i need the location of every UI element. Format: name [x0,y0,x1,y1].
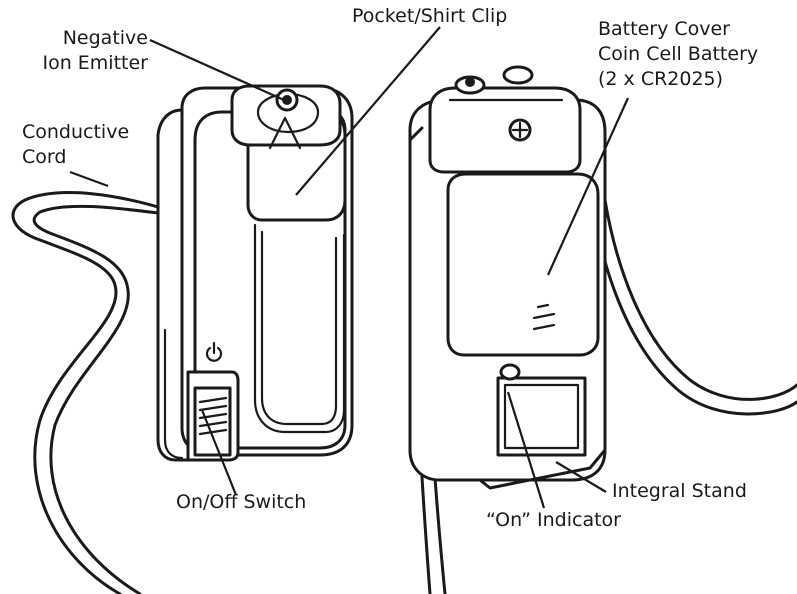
conductive-cord-label: Conductive Cord [22,120,129,170]
negative-ion-emitter-label-line1: Negative [62,27,148,49]
coin-cell-battery-label: Coin Cell Battery [598,43,759,65]
leader-conductive-cord [69,170,109,188]
right-device [408,65,797,594]
left-device [156,84,354,462]
leader-lines [69,26,630,509]
battery-spec-label: (2 x CR2025) [598,68,724,90]
leader-negative-ion-emitter [149,38,285,102]
leader-on-off-switch [200,409,238,496]
negative-ion-emitter-label-line2: Ion Emitter [42,52,148,74]
pocket-shirt-clip-label: Pocket/Shirt Clip [352,4,507,29]
battery-label: Battery Cover Coin Cell Battery (2 x CR2… [598,17,758,92]
on-off-switch-label-text: On/Off Switch [176,491,307,513]
pocket-shirt-clip-label-text: Pocket/Shirt Clip [352,5,508,27]
leader-integral-stand [555,461,607,493]
leader-battery-cover [546,97,630,276]
conductive-cord-label-line2: Cord [22,146,67,168]
integral-stand-label: Integral Stand [612,479,747,504]
power-icon [205,341,223,362]
battery-cover-label: Battery Cover [598,18,730,40]
leader-pocket-shirt-clip [295,26,441,196]
conductive-cord-label-line1: Conductive [22,121,130,143]
on-indicator-label: “On” Indicator [486,508,621,533]
on-off-switch-label: On/Off Switch [176,490,306,515]
integral-stand-label-text: Integral Stand [612,480,747,502]
leader-on-indicator [506,391,546,509]
on-indicator-label-text: “On” Indicator [486,509,621,531]
negative-ion-emitter-label: Negative Ion Emitter [28,26,148,76]
